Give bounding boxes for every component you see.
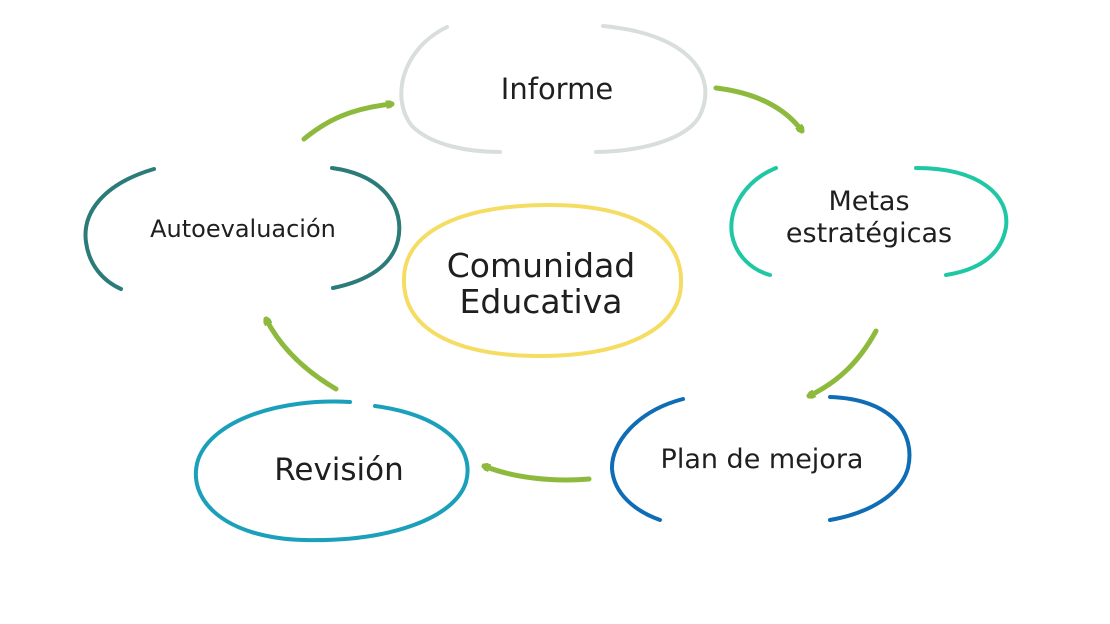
- node-autoevaluacion: Autoevaluación: [83, 166, 402, 291]
- node-metas-ring-left: [729, 166, 778, 277]
- node-informe-ring-right: [594, 24, 708, 154]
- arrow-informe-to-metas: [713, 85, 802, 131]
- arrow-autoevaluacion-to-informe: [301, 104, 395, 142]
- node-plan-ring-left: [609, 397, 685, 522]
- node-informe-ring-left: [399, 25, 502, 154]
- node-informe-label: Informe: [501, 72, 613, 106]
- node-plan-label: Plan de mejora: [661, 444, 864, 475]
- arrow-metas-to-plan: [809, 328, 879, 396]
- center-ring: [401, 202, 684, 359]
- node-metas-line1: Metas: [828, 186, 909, 217]
- node-autoevaluacion-label: Autoevaluación: [150, 215, 336, 243]
- node-plan-ring-right: [828, 395, 912, 522]
- center-title-line1: Comunidad: [447, 246, 636, 285]
- node-autoevaluacion-ring-left: [83, 167, 156, 291]
- node-revision-label: Revisión: [274, 452, 404, 488]
- node-revision-ring: [193, 399, 470, 543]
- center-node: Comunidad Educativa: [401, 202, 684, 359]
- node-informe: Informe: [399, 24, 708, 154]
- arrow-revision-to-autoevaluacion: [266, 319, 339, 392]
- node-metas-ring-right: [914, 166, 1009, 277]
- node-revision: Revisión: [193, 399, 470, 543]
- node-autoevaluacion-ring-right: [330, 166, 402, 290]
- node-metas-line2: estratégicas: [786, 218, 952, 249]
- center-title-line2: Educativa: [460, 282, 623, 321]
- node-plan: Plan de mejora: [609, 395, 912, 522]
- node-metas: Metas estratégicas: [729, 166, 1009, 277]
- arrow-plan-to-revision: [484, 466, 592, 483]
